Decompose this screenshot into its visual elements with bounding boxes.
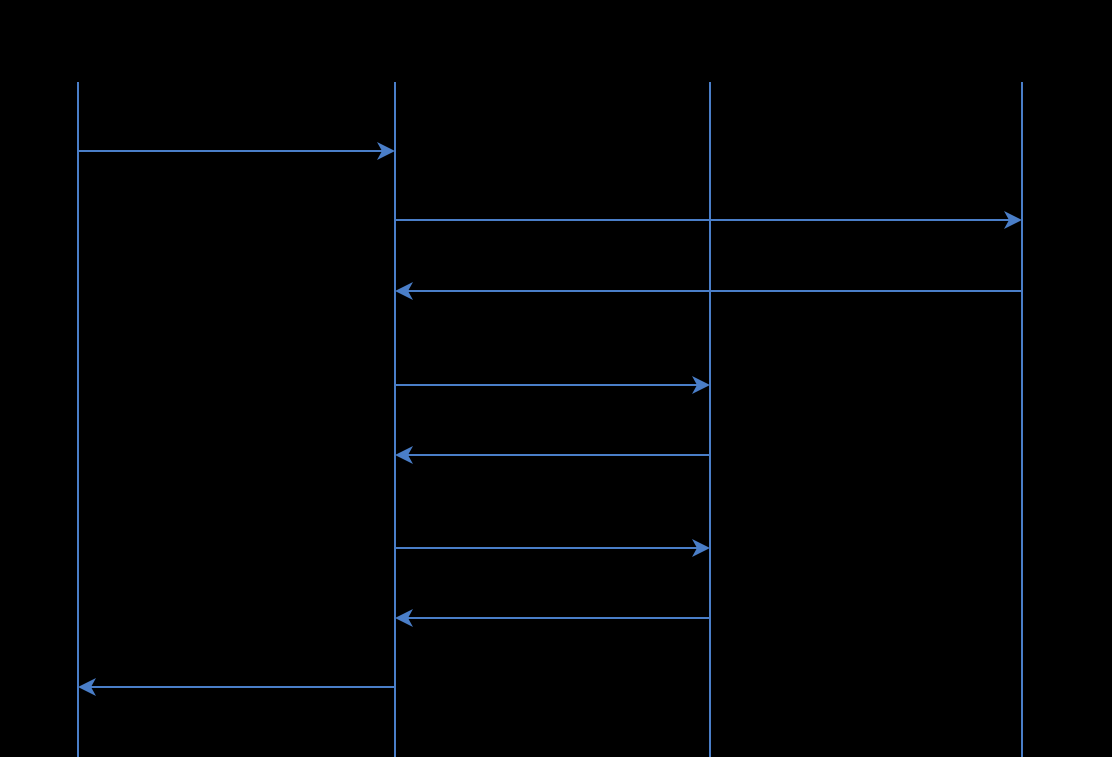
- message-arrowhead-6: [692, 539, 710, 557]
- message-arrowhead-5: [395, 446, 413, 464]
- message-arrowhead-7: [395, 609, 413, 627]
- lifelines-group: [77, 82, 1023, 757]
- messages-group: [78, 142, 1022, 696]
- message-4[interactable]: [395, 376, 710, 394]
- message-7[interactable]: [395, 609, 710, 627]
- message-arrowhead-3: [395, 282, 413, 300]
- message-8[interactable]: [78, 678, 395, 696]
- message-5[interactable]: [395, 446, 710, 464]
- message-arrowhead-4: [692, 376, 710, 394]
- message-2[interactable]: [395, 211, 1022, 229]
- message-1[interactable]: [78, 142, 395, 160]
- message-3[interactable]: [395, 282, 1022, 300]
- message-arrowhead-1: [377, 142, 395, 160]
- message-arrowhead-2: [1004, 211, 1022, 229]
- message-arrowhead-8: [78, 678, 96, 696]
- message-6[interactable]: [395, 539, 710, 557]
